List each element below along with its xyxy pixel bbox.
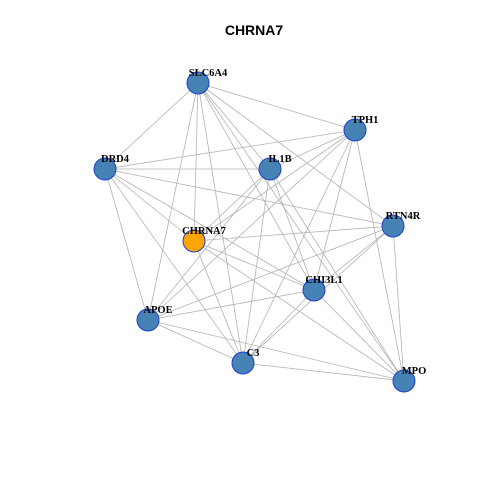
edge-rtn4r-mpo (392, 225, 405, 382)
edge-rtn4r-chrna7 (193, 225, 394, 242)
edge-apoe-mpo (147, 319, 405, 382)
edge-rtn4r-chi3l1 (313, 225, 394, 291)
edge-tph1-il1b (269, 129, 356, 170)
edge-rtn4r-apoe (147, 225, 394, 321)
edge-il1b-chi3l1 (269, 168, 315, 291)
node-rtn4r[interactable] (381, 214, 405, 238)
node-chrna7[interactable] (182, 229, 206, 253)
node-label-slc6a4: SLC6A4 (189, 68, 228, 79)
node-label-tph1: TPH1 (352, 115, 379, 126)
node-label-chrna7: CHRNA7 (182, 226, 226, 237)
node-label-mpo: MPO (402, 366, 427, 377)
edge-drd4-rtn4r (104, 168, 394, 227)
node-label-chi3l1: CHI3L1 (305, 275, 342, 286)
node-label-c3: C3 (247, 348, 260, 359)
edge-slc6a4-rtn4r (197, 82, 394, 227)
edge-slc6a4-drd4 (104, 82, 199, 170)
edge-slc6a4-mpo (197, 82, 405, 382)
edge-tph1-chrna7 (193, 129, 356, 242)
edge-tph1-apoe (147, 129, 356, 321)
edges-layer (104, 82, 405, 382)
edge-drd4-chrna7 (104, 168, 195, 242)
edge-chi3l1-apoe (147, 289, 315, 321)
node-label-drd4: DRD4 (101, 154, 130, 165)
edge-drd4-c3 (104, 168, 244, 364)
edge-tph1-chi3l1 (313, 129, 356, 291)
edge-slc6a4-apoe (147, 82, 199, 321)
node-drd4[interactable] (93, 157, 117, 181)
edge-chi3l1-mpo (313, 289, 405, 382)
edge-il1b-apoe (147, 168, 271, 321)
edge-il1b-chrna7 (193, 168, 271, 242)
edge-chrna7-c3 (193, 240, 244, 364)
edge-il1b-mpo (269, 168, 405, 382)
edge-il1b-c3 (242, 168, 271, 364)
node-apoe[interactable] (136, 308, 160, 332)
node-il1b[interactable] (258, 157, 282, 181)
edge-c3-mpo (242, 362, 405, 382)
edge-tph1-c3 (242, 129, 356, 364)
edge-slc6a4-il1b (197, 82, 271, 170)
node-chi3l1[interactable] (302, 278, 326, 302)
edge-apoe-c3 (147, 319, 244, 364)
edge-slc6a4-tph1 (197, 82, 356, 131)
node-slc6a4[interactable] (186, 71, 210, 95)
edge-tph1-mpo (354, 129, 405, 382)
node-c3[interactable] (231, 351, 255, 375)
node-mpo[interactable] (392, 369, 416, 393)
edge-slc6a4-chrna7 (193, 82, 199, 242)
edge-drd4-apoe (104, 168, 149, 321)
node-label-apoe: APOE (143, 305, 172, 316)
edge-tph1-drd4 (104, 129, 356, 170)
edge-chrna7-mpo (193, 240, 405, 382)
graph-title: CHRNA7 (225, 22, 284, 38)
node-tph1[interactable] (343, 118, 367, 142)
edge-chi3l1-c3 (242, 289, 315, 364)
node-label-il1b: IL1B (268, 154, 291, 165)
nodes-layer (93, 71, 416, 393)
node-label-rtn4r: RTN4R (386, 211, 421, 222)
edge-chrna7-chi3l1 (193, 240, 315, 291)
